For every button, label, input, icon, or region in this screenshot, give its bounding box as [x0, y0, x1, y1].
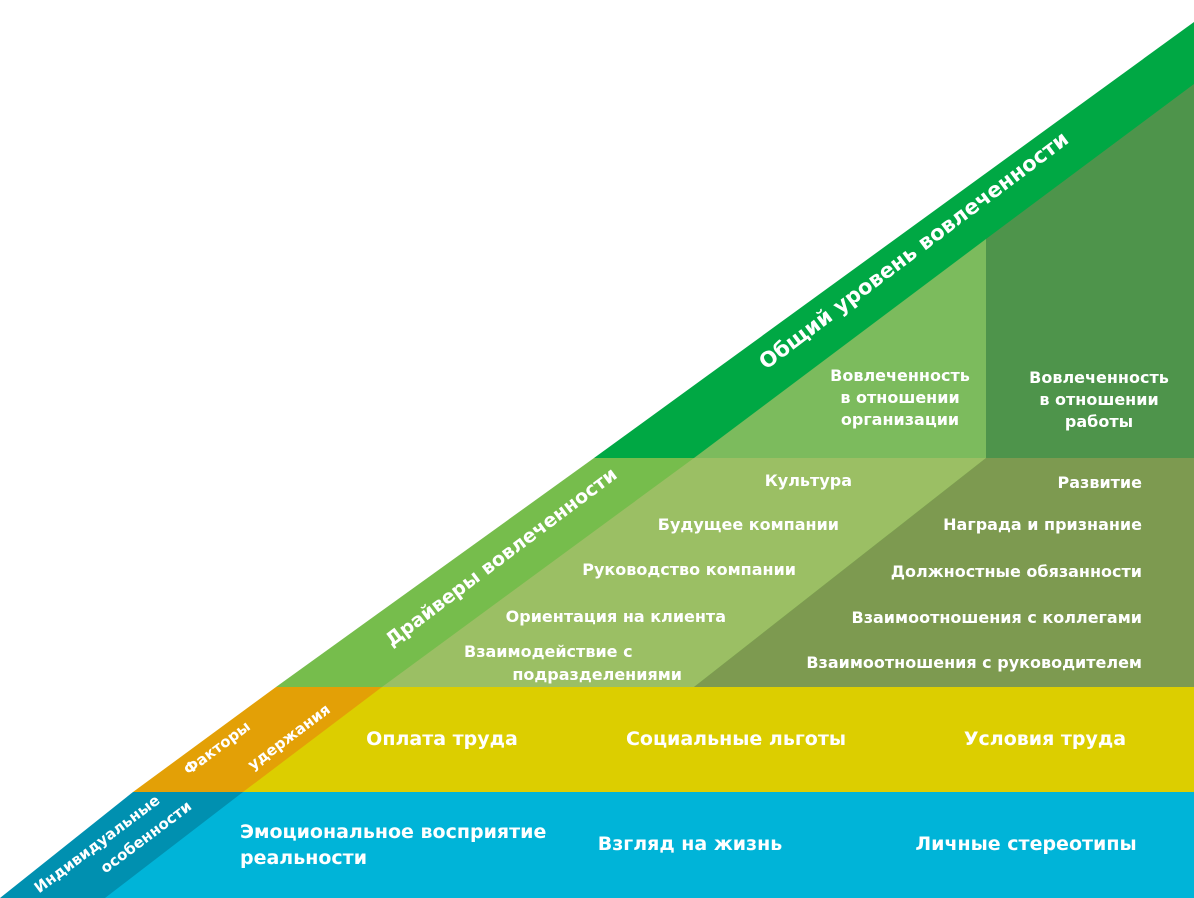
drivers-work-area: [694, 458, 1194, 687]
overall-org-line-3: организации: [841, 410, 959, 429]
driver-org-item-last-line-2: подразделениями: [512, 665, 682, 684]
overall-work-line-2: в отношении: [1039, 390, 1158, 409]
overall-work-area: [986, 84, 1194, 458]
overall-org-line-1: Вовлеченность: [830, 366, 970, 385]
driver-work-item: Награда и признание: [943, 515, 1142, 534]
driver-work-item: Должностные обязанности: [891, 562, 1142, 581]
individual-item-emotional-line-2: реальности: [240, 847, 367, 869]
driver-org-item: Культура: [765, 471, 852, 490]
overall-org-area: [694, 239, 986, 458]
retention-item-benefits: Социальные льготы: [626, 728, 846, 750]
driver-work-item: Взаимоотношения с коллегами: [852, 608, 1142, 627]
overall-org-line-2: в отношении: [840, 388, 959, 407]
retention-item-pay: Оплата труда: [366, 728, 518, 750]
individual-item-stereotypes: Личные стереотипы: [915, 833, 1136, 855]
driver-work-item: Развитие: [1058, 473, 1143, 492]
individual-item-emotional-line-1: Эмоциональное восприятие: [240, 821, 546, 843]
drivers-org-area: [382, 458, 986, 687]
individual-area: [105, 792, 1194, 898]
driver-org-item-last-line-1: Взаимодействие с: [464, 642, 633, 661]
driver-work-item: Взаимоотношения с руководителем: [806, 653, 1142, 672]
retention-area: [243, 687, 1194, 792]
retention-item-conditions: Условия труда: [964, 728, 1126, 750]
overall-work-line-3: работы: [1065, 412, 1133, 431]
driver-org-item: Будущее компании: [658, 515, 839, 534]
driver-org-item: Ориентация на клиента: [506, 607, 726, 626]
overall-work-line-1: Вовлеченность: [1029, 368, 1169, 387]
individual-item-outlook: Взгляд на жизнь: [598, 833, 783, 855]
driver-org-item: Руководство компании: [582, 560, 796, 579]
